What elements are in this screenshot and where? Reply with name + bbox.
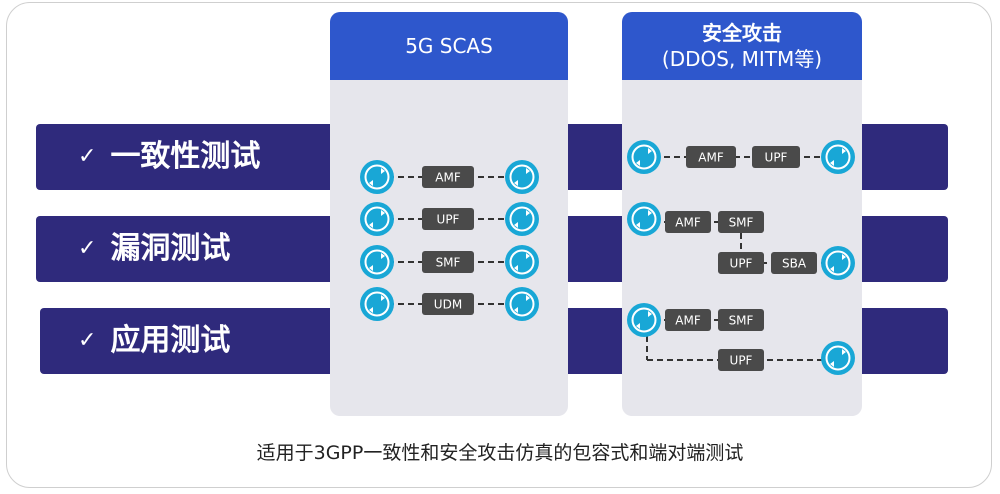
svg-text:UPF: UPF — [765, 151, 788, 165]
sync-endpoint-icon — [505, 287, 539, 321]
network-function-udm: UDM — [422, 293, 474, 315]
check-icon: ✓ — [78, 328, 97, 353]
sync-endpoint-icon — [627, 202, 661, 236]
svg-text:UDM: UDM — [434, 298, 462, 312]
network-function-amf: AMF — [665, 309, 711, 331]
svg-text:AMF: AMF — [675, 314, 701, 328]
network-function-upf: UPF — [718, 349, 764, 371]
panel-header-5g-scas: 5G SCAS — [330, 12, 568, 80]
svg-text:AMF: AMF — [675, 216, 701, 230]
sync-endpoint-icon — [505, 245, 539, 279]
svg-text:UPF: UPF — [437, 213, 460, 227]
network-function-upf: UPF — [752, 146, 800, 168]
sync-endpoint-icon — [360, 245, 394, 279]
svg-text:SMF: SMF — [729, 314, 754, 328]
diagram-caption: 适用于3GPP一致性和安全攻击仿真的包容式和端对端测试 — [256, 442, 744, 464]
svg-text:UPF: UPF — [730, 354, 753, 368]
network-function-amf: AMF — [422, 166, 474, 188]
network-function-smf: SMF — [422, 251, 474, 273]
sync-endpoint-icon — [505, 160, 539, 194]
band-label-application: ✓应用测试 — [78, 323, 231, 358]
sync-endpoint-icon — [821, 341, 855, 375]
network-function-sba: SBA — [771, 252, 817, 274]
network-function-amf: AMF — [686, 146, 736, 168]
check-icon: ✓ — [78, 236, 97, 261]
svg-text:UPF: UPF — [730, 257, 753, 271]
network-function-amf: AMF — [665, 211, 711, 233]
sync-endpoint-icon — [821, 140, 855, 174]
network-function-smf: SMF — [718, 211, 764, 233]
panel-title: 5G SCAS — [405, 34, 493, 58]
sync-endpoint-icon — [360, 160, 394, 194]
panel-title-line1: 安全攻击 — [702, 21, 782, 45]
panel-header-security-attack: 安全攻击 (DDOS, MITM等) — [622, 12, 862, 80]
network-function-upf: UPF — [718, 252, 764, 274]
sync-endpoint-icon — [627, 140, 661, 174]
check-icon: ✓ — [78, 144, 97, 169]
sync-endpoint-icon — [505, 202, 539, 236]
band-label-vulnerability: ✓漏洞测试 — [78, 231, 231, 266]
network-function-smf: SMF — [718, 309, 764, 331]
svg-text:SMF: SMF — [436, 256, 461, 270]
sync-endpoint-icon — [627, 303, 661, 337]
network-function-upf: UPF — [422, 208, 474, 230]
svg-text:AMF: AMF — [435, 171, 461, 185]
sync-endpoint-icon — [360, 287, 394, 321]
panel-title-line2: (DDOS, MITM等) — [661, 47, 823, 71]
sync-endpoint-icon — [821, 246, 855, 280]
band-label-conformance: ✓一致性测试 — [78, 139, 261, 174]
svg-text:AMF: AMF — [698, 151, 724, 165]
sync-endpoint-icon — [360, 202, 394, 236]
svg-text:SBA: SBA — [782, 257, 807, 271]
svg-text:SMF: SMF — [729, 216, 754, 230]
